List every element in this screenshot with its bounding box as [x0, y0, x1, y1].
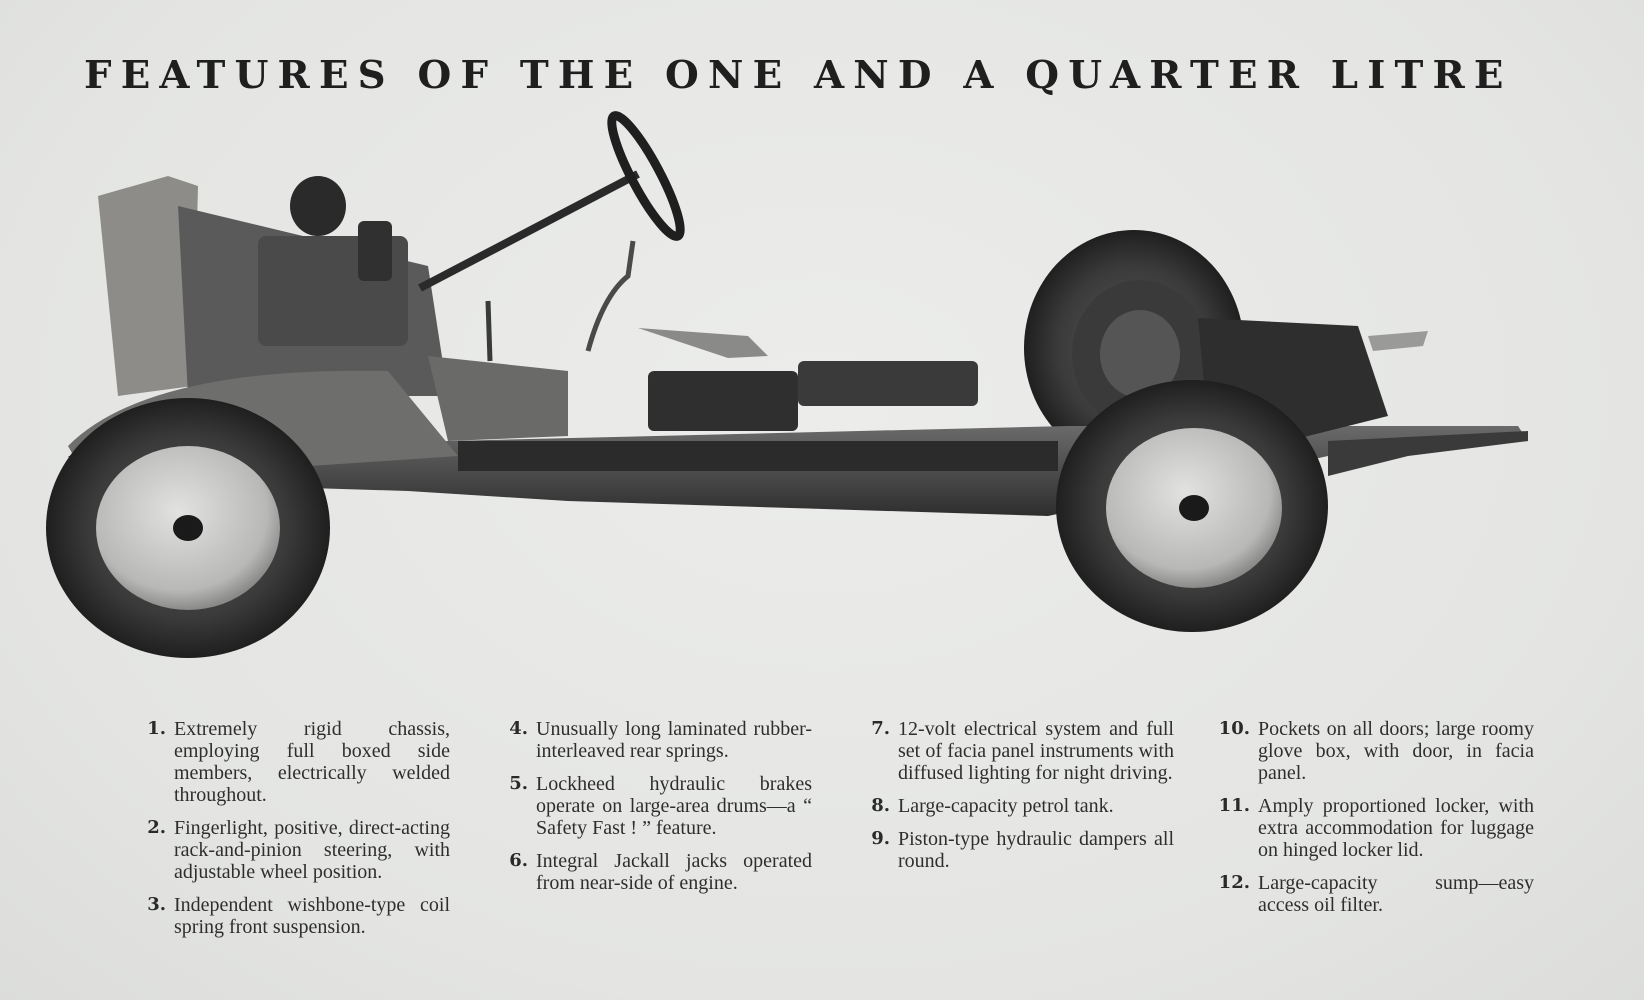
feature-item: 3. Independent wishbone-type coil spring…: [130, 894, 450, 938]
feature-item: 6. Integral Jackall jacks operated from …: [492, 850, 812, 894]
rear-near-wheel: [1056, 380, 1328, 632]
feature-item: 9. Piston-type hydraulic dampers all rou…: [854, 828, 1174, 872]
front-near-wheel: [46, 398, 330, 658]
feature-text: Fingerlight, positive, direct-acting rac…: [174, 817, 450, 883]
feature-text: Large-capacity sump—easy access oil filt…: [1258, 872, 1534, 916]
feature-item: 8. Large-capacity petrol tank.: [854, 795, 1174, 817]
feature-item: 12. Large-capacity sump—easy access oil …: [1214, 872, 1534, 916]
feature-text: 12-volt electrical system and full set o…: [898, 718, 1174, 784]
features-list: 1. Extremely rigid chassis, employing fu…: [130, 718, 1534, 988]
feature-item: 11. Amply proportioned locker, with extr…: [1214, 795, 1534, 861]
feature-text: Unusually long laminated rubber-interlea…: [536, 718, 812, 762]
feature-number: 9.: [871, 828, 890, 849]
feature-item: 4. Unusually long laminated rubber-inter…: [492, 718, 812, 762]
feature-number: 3.: [147, 894, 166, 915]
steering-column: [418, 111, 685, 292]
features-column-3: 7. 12-volt electrical system and full se…: [854, 718, 1174, 883]
feature-item: 7. 12-volt electrical system and full se…: [854, 718, 1174, 784]
feature-number: 7.: [871, 718, 890, 739]
feature-text: Independent wishbone-type coil spring fr…: [174, 894, 450, 938]
feature-text: Piston-type hydraulic dampers all round.: [898, 828, 1174, 872]
feature-text: Amply proportioned locker, with extra ac…: [1258, 795, 1534, 861]
feature-text: Pockets on all doors; large roomy glove …: [1258, 718, 1534, 784]
feature-number: 1.: [147, 718, 166, 739]
feature-number: 5.: [509, 773, 528, 794]
feature-text: Large-capacity petrol tank.: [898, 795, 1114, 817]
feature-number: 2.: [147, 817, 166, 838]
feature-number: 11.: [1218, 795, 1250, 816]
feature-item: 10. Pockets on all doors; large roomy gl…: [1214, 718, 1534, 784]
feature-number: 4.: [509, 718, 528, 739]
page-title: FEATURES OF THE ONE AND A QUARTER LITRE: [84, 52, 1513, 97]
feature-number: 12.: [1218, 872, 1250, 893]
feature-text: Extremely rigid chassis, employing full …: [174, 718, 450, 806]
feature-number: 10.: [1218, 718, 1250, 739]
front-assembly: [68, 176, 568, 481]
feature-number: 8.: [871, 795, 890, 816]
features-column-2: 4. Unusually long laminated rubber-inter…: [492, 718, 812, 905]
feature-text: Integral Jackall jacks operated from nea…: [536, 850, 812, 894]
features-column-4: 10. Pockets on all doors; large roomy gl…: [1214, 718, 1534, 927]
chassis-illustration: [46, 111, 1528, 658]
features-column-1: 1. Extremely rigid chassis, employing fu…: [130, 718, 450, 949]
feature-item: 1. Extremely rigid chassis, employing fu…: [130, 718, 450, 806]
feature-number: 6.: [509, 850, 528, 871]
feature-text: Lockheed hydraulic brakes operate on lar…: [536, 773, 812, 839]
feature-item: 2. Fingerlight, positive, direct-acting …: [130, 817, 450, 883]
feature-item: 5. Lockheed hydraulic brakes operate on …: [492, 773, 812, 839]
controls: [485, 240, 768, 362]
